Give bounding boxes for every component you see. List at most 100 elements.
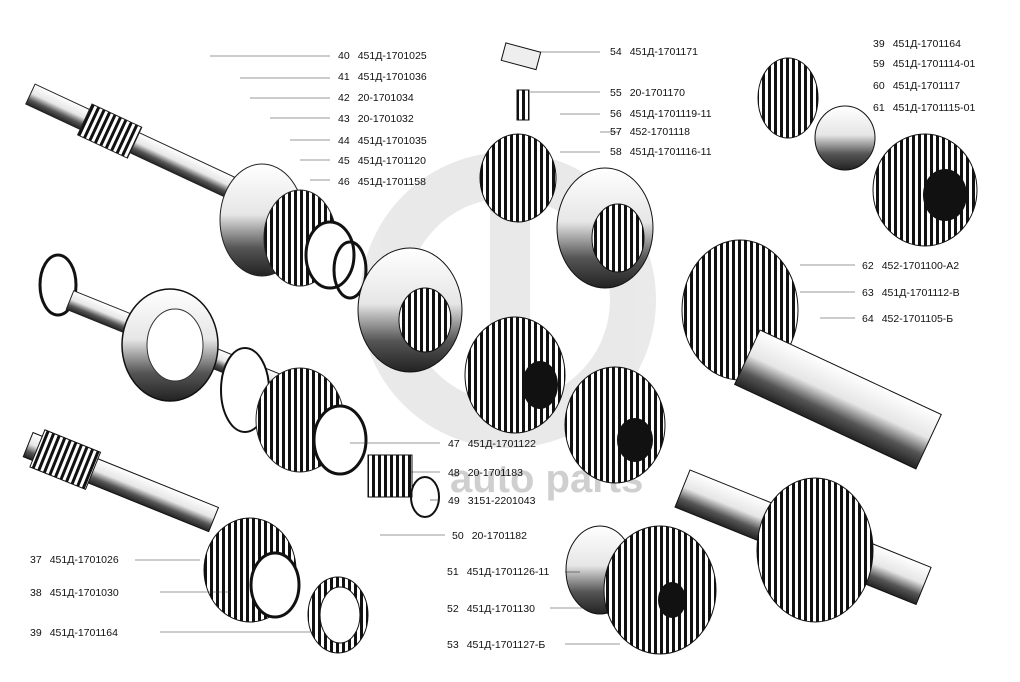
synchro-ring-42[interactable] <box>332 240 368 300</box>
leader-lines <box>135 51 855 645</box>
callout-57[interactable]: 57 452-1701118 <box>610 126 690 138</box>
part-code: 451Д-1701036 <box>357 71 427 83</box>
callout-number: 51 <box>447 566 459 578</box>
detent-plate-54[interactable] <box>500 42 542 71</box>
callout-number: 52 <box>447 603 459 615</box>
snap-ring-49[interactable] <box>410 476 440 518</box>
gear-41[interactable] <box>219 163 356 290</box>
bushing-60[interactable] <box>814 105 876 171</box>
gear-46[interactable] <box>255 367 368 476</box>
callout-number: 55 <box>610 87 622 99</box>
callout-41[interactable]: 41 451Д-1701036 <box>338 71 427 83</box>
bearing-44[interactable] <box>121 288 219 402</box>
gear-61[interactable] <box>872 133 978 247</box>
part-code: 451Д-1701114-01 <box>892 58 976 70</box>
part-code: 451Д-1701126-11 <box>466 566 550 578</box>
part-code: 451Д-1701030 <box>49 587 119 599</box>
callout-number: 48 <box>448 467 460 479</box>
part-code: 451Д-1701025 <box>357 50 427 62</box>
part-code: 451Д-1701119-11 <box>629 108 712 120</box>
part-code: 20-1701034 <box>357 92 414 104</box>
callout-number: 56 <box>610 108 622 120</box>
callout-38[interactable]: 38 451Д-1701030 <box>30 587 119 599</box>
part-code: 452-1701100-А2 <box>881 260 960 272</box>
part-code: 451Д-1701120 <box>357 155 426 167</box>
callout-number: 61 <box>873 102 885 114</box>
callout-number: 44 <box>338 135 350 147</box>
callout-number: 54 <box>610 46 622 58</box>
part-code: 451Д-1701117 <box>892 80 961 92</box>
part-code: 451Д-1701171 <box>629 46 698 58</box>
callout-42[interactable]: 42 20-1701034 <box>338 92 414 104</box>
needle-bearing-48[interactable] <box>367 454 413 498</box>
part-code: 451Д-1701130 <box>466 603 535 615</box>
callout-number: 53 <box>447 639 459 651</box>
callout-number: 41 <box>338 71 350 83</box>
part-code: 451Д-1701115-01 <box>892 102 976 114</box>
part-code: 451Д-1701127-Б <box>466 639 546 651</box>
output-shaft-37[interactable] <box>21 426 221 538</box>
callout-56[interactable]: 56 451Д-1701119-11 <box>610 108 712 120</box>
callout-55[interactable]: 55 20-1701170 <box>610 87 685 99</box>
snap-ring-43[interactable] <box>38 253 78 317</box>
gear-51-52[interactable] <box>565 525 717 655</box>
callout-44[interactable]: 44 451Д-1701035 <box>338 135 427 147</box>
part-code: 451Д-1701158 <box>357 176 426 188</box>
spring-55[interactable] <box>516 89 530 121</box>
callout-60[interactable]: 60 451Д-1701117 <box>873 80 960 92</box>
callout-46[interactable]: 46 451Д-1701158 <box>338 176 426 188</box>
synchro-ring-39-top[interactable] <box>757 57 819 139</box>
callout-45[interactable]: 45 451Д-1701120 <box>338 155 426 167</box>
gear-56[interactable] <box>479 133 557 223</box>
callout-61[interactable]: 61 451Д-1701115-01 <box>873 102 975 114</box>
callout-number: 46 <box>338 176 350 188</box>
synchronizer-hub[interactable] <box>357 247 463 373</box>
callout-number: 39 <box>873 38 885 50</box>
gear-38[interactable] <box>203 517 301 623</box>
part-code: 451Д-1701035 <box>357 135 427 147</box>
callout-number: 50 <box>452 530 464 542</box>
reverse-shaft[interactable] <box>674 469 932 623</box>
part-code: 452-1701118 <box>629 126 691 138</box>
part-code: 20-1701183 <box>467 467 523 479</box>
callout-53[interactable]: 53 451Д-1701127-Б <box>447 639 545 651</box>
part-code: 20-1701170 <box>629 87 685 99</box>
callout-number: 37 <box>30 554 42 566</box>
part-code: 452-1701105-Б <box>881 313 954 325</box>
part-code: 451Д-1701026 <box>49 554 119 566</box>
synchro-ring-39-bottom[interactable] <box>307 576 369 654</box>
callout-number: 45 <box>338 155 350 167</box>
callout-number: 57 <box>610 126 622 138</box>
gear-middle[interactable] <box>564 366 666 484</box>
callout-number: 58 <box>610 146 622 158</box>
callout-number: 60 <box>873 80 885 92</box>
callout-number: 39 <box>30 627 42 639</box>
callout-number: 42 <box>338 92 350 104</box>
callout-48[interactable]: 48 20-1701183 <box>448 467 523 479</box>
countershaft-62[interactable] <box>681 239 942 470</box>
callout-number: 63 <box>862 287 874 299</box>
callout-51[interactable]: 51 451Д-1701126-11 <box>447 566 549 578</box>
gear-47[interactable] <box>464 316 566 434</box>
callout-52[interactable]: 52 451Д-1701130 <box>447 603 535 615</box>
callout-54[interactable]: 54 451Д-1701171 <box>610 46 698 58</box>
input-shaft-40[interactable] <box>23 79 237 203</box>
callout-number: 38 <box>30 587 42 599</box>
part-code: 3151-2201043 <box>467 495 536 507</box>
callout-37[interactable]: 37 451Д-1701026 <box>30 554 119 566</box>
sleeve-57[interactable] <box>556 167 654 289</box>
